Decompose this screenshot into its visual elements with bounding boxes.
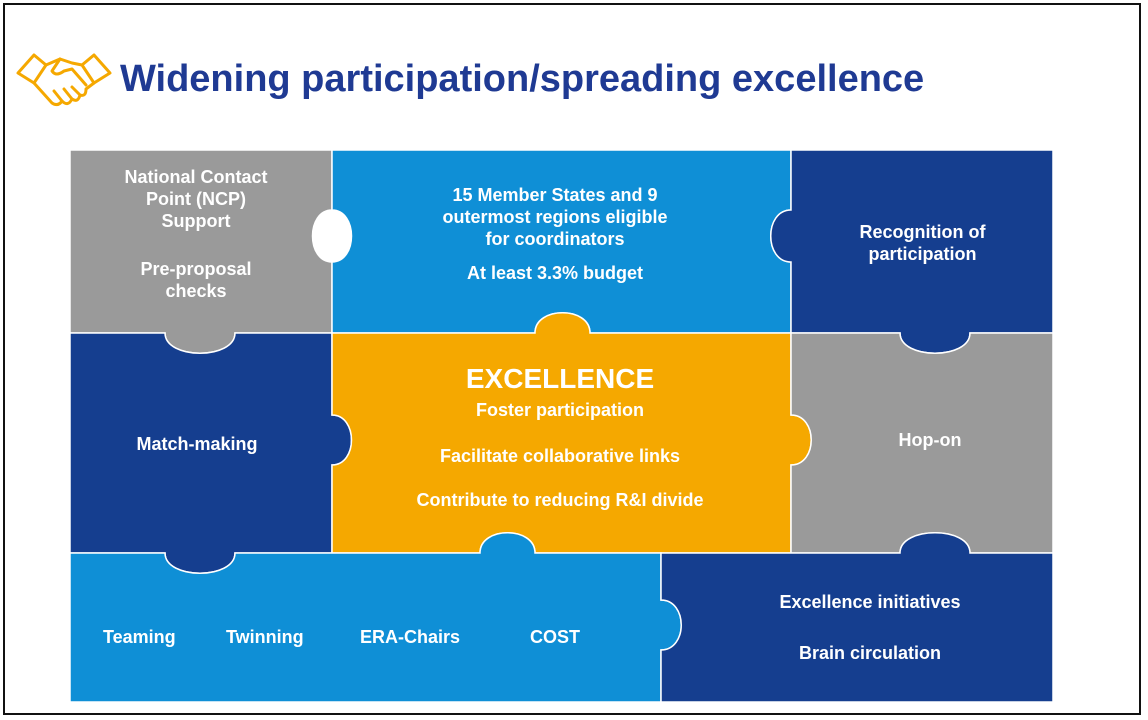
twinning-label: Twinning bbox=[226, 627, 304, 647]
piece-excellence bbox=[331, 312, 812, 554]
member-states-line-4: At least 3.3% budget bbox=[466, 263, 644, 283]
match-making-label: Match-making bbox=[136, 434, 258, 454]
excellence-line-3: Contribute to reducing R&I divide bbox=[416, 490, 704, 510]
recognition-line-2: participation bbox=[868, 244, 977, 264]
ncp-line-2: Point (NCP) bbox=[146, 189, 246, 209]
ncp-line-4: Pre-proposal bbox=[140, 259, 252, 279]
member-states-line-2: outermost regions eligible bbox=[442, 207, 668, 227]
piece-bottom-right bbox=[660, 532, 1054, 703]
excellence-heading: EXCELLENCE bbox=[465, 363, 655, 394]
hop-on-label: Hop-on bbox=[898, 430, 962, 450]
member-states-line-1: 15 Member States and 9 bbox=[452, 185, 658, 205]
era-chairs-label: ERA-Chairs bbox=[360, 627, 461, 647]
handshake-icon bbox=[16, 53, 112, 107]
bottom-right-line-2: Brain circulation bbox=[798, 643, 942, 663]
ncp-line-3: Support bbox=[161, 211, 231, 231]
ncp-text: National Contact Point (NCP) Support Pre… bbox=[72, 166, 320, 302]
excellence-line-2: Facilitate collaborative links bbox=[439, 446, 681, 466]
cost-label: COST bbox=[530, 627, 581, 647]
excellence-line-1: Foster participation bbox=[475, 400, 645, 420]
member-states-text: 15 Member States and 9 outermost regions… bbox=[380, 184, 730, 284]
recognition-text: Recognition of participation bbox=[800, 221, 1045, 265]
ncp-line-1: National Contact bbox=[124, 167, 268, 187]
slide-frame bbox=[3, 3, 1141, 715]
recognition-line-1: Recognition of bbox=[859, 222, 986, 242]
ncp-line-5: checks bbox=[165, 281, 227, 301]
teaming-label: Teaming bbox=[103, 627, 176, 647]
piece-bottom-left bbox=[69, 532, 682, 703]
member-states-line-3: for coordinators bbox=[485, 229, 625, 249]
page-title: Widening participation/spreading excelle… bbox=[120, 58, 925, 100]
bottom-right-line-1: Excellence initiatives bbox=[779, 592, 961, 612]
